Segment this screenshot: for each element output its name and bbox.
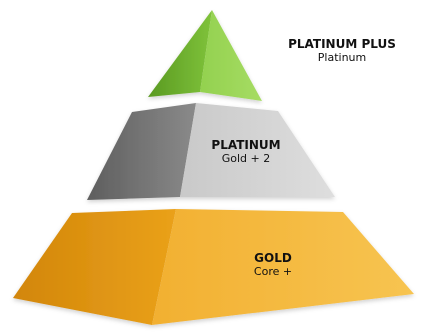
tier-platinum-label: PLATINUM Gold + 2 bbox=[204, 138, 288, 166]
tier-gold-shape bbox=[13, 209, 414, 325]
tier-platinum-plus-shape bbox=[148, 10, 262, 101]
tier-platinum-name: PLATINUM bbox=[211, 138, 281, 152]
tier-platinum-plus-name: PLATINUM PLUS bbox=[288, 37, 396, 51]
tier-gold-description: Core + bbox=[253, 265, 293, 279]
tier-gold-right-face bbox=[152, 209, 414, 325]
tier-gold-name: GOLD bbox=[254, 251, 292, 265]
tier-platinum-left-face bbox=[87, 103, 196, 200]
tier-platinum-right-face bbox=[180, 103, 335, 197]
tier-platinum-shape bbox=[87, 103, 335, 200]
tier-platinum-plus-label: PLATINUM PLUS Platinum bbox=[275, 37, 409, 65]
tier-platinum-description: Gold + 2 bbox=[221, 152, 271, 166]
tier-gold-left-face bbox=[13, 209, 176, 325]
tier-gold-label: GOLD Core + bbox=[231, 251, 315, 279]
tier-platinum-plus-description: Platinum bbox=[317, 51, 367, 65]
tier-platinum-plus-left-face bbox=[148, 10, 212, 97]
tier-platinum-plus-right-face bbox=[200, 10, 262, 101]
